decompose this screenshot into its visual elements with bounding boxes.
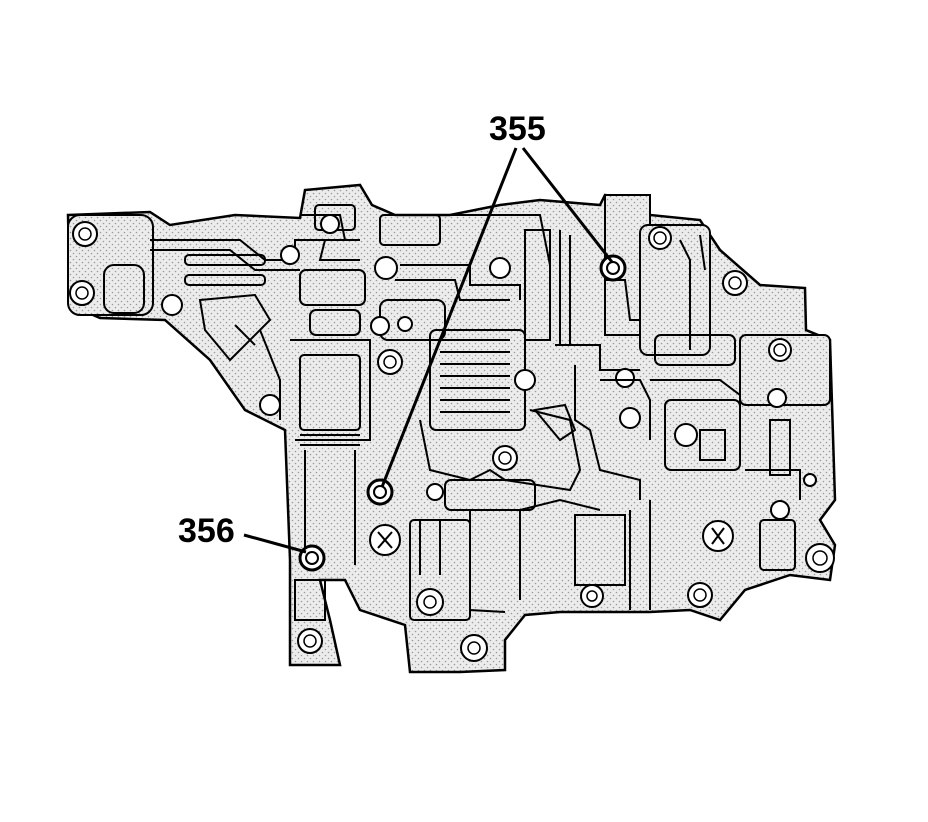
valve-body-illustration [66, 183, 837, 674]
callout-label-355: 355 [489, 110, 546, 148]
check-ball-356 [298, 544, 326, 572]
leader-355-to-lower [380, 147, 518, 488]
leader-356 [243, 533, 307, 554]
check-ball-355-upper [599, 254, 627, 282]
check-ball-355-lower [366, 478, 394, 506]
leader-lines [243, 147, 614, 554]
leader-355-to-upper [521, 147, 614, 263]
callout-label-356: 356 [178, 512, 235, 550]
